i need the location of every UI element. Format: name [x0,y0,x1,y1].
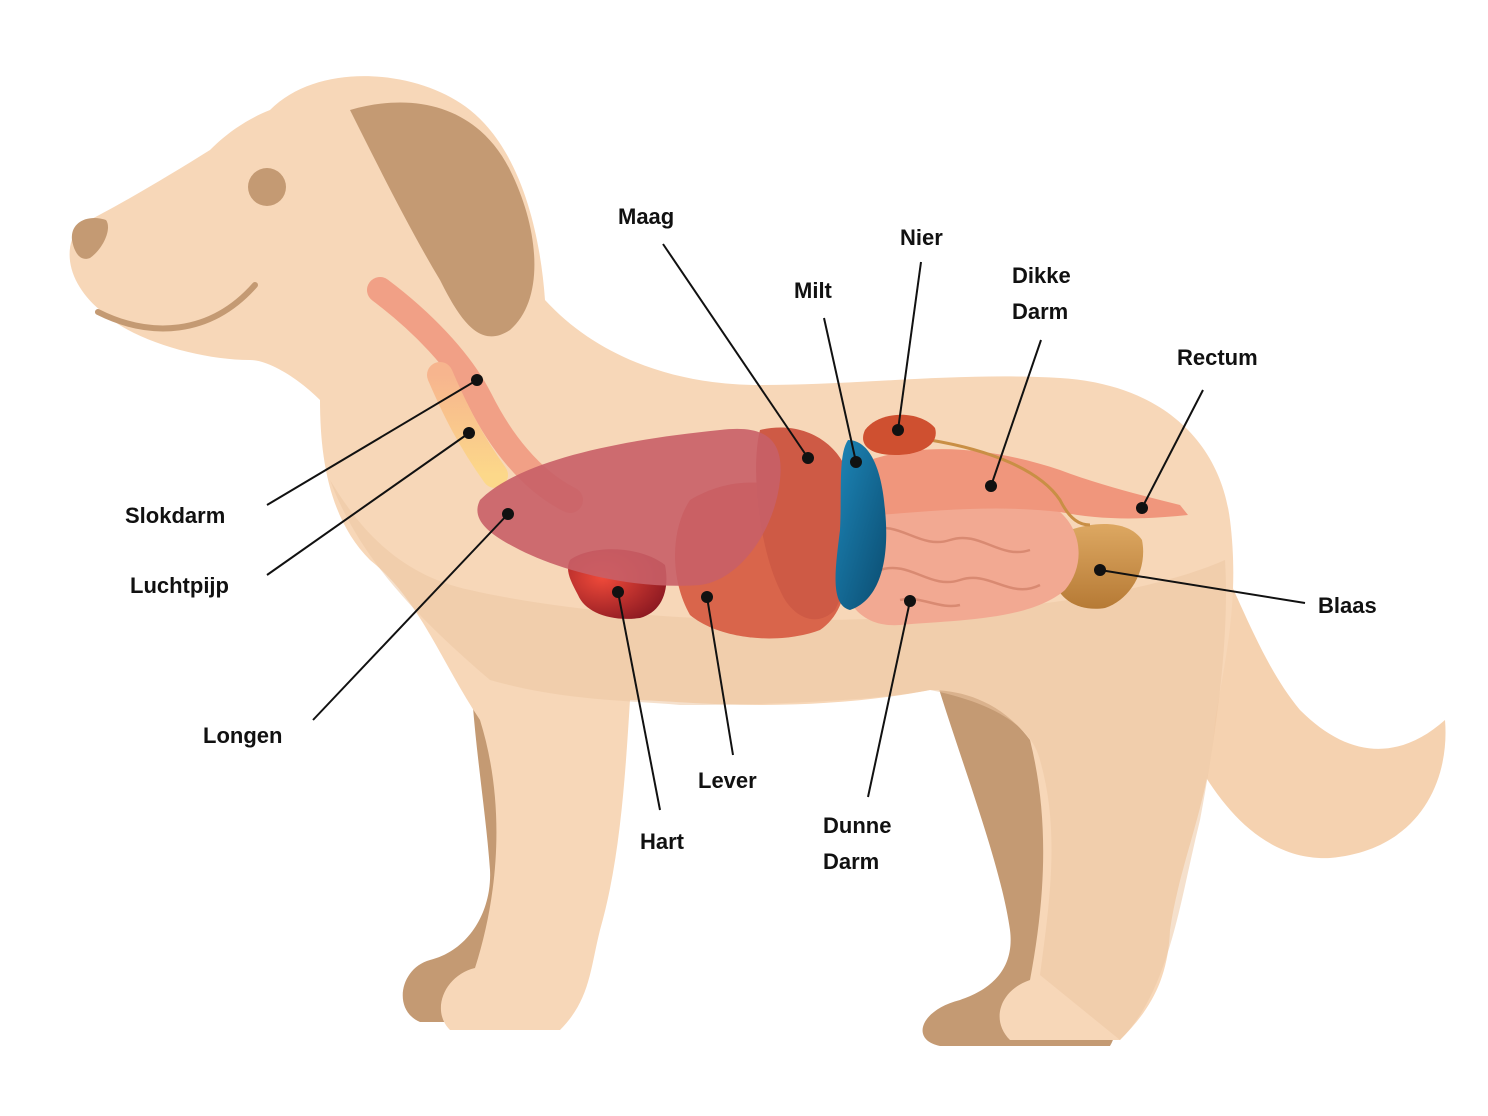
label-longen: Longen [203,723,283,748]
label-luchtpijp: Luchtpijp [130,573,229,598]
spleen [835,440,887,610]
label-milt: Milt [794,278,832,303]
pointer-lines [266,243,1306,811]
label-nier: Nier [900,225,943,250]
ureter [929,438,1091,527]
label-dunne-darm-line1: Dunne [823,813,892,838]
label-dikke-darm: Dikke Darm [1012,258,1071,330]
trachea [427,362,508,488]
mouth [95,282,258,332]
label-hart: Hart [640,829,685,854]
label-blaas: Blaas [1318,593,1377,618]
pointer-dots [463,374,1148,607]
label-dikke-darm-line1: Dikke [1012,263,1071,288]
stomach [756,427,855,620]
label-dunne-darm-line2: Darm [823,849,880,874]
label-slokdarm: Slokdarm [125,503,226,528]
lungs [477,428,781,586]
label-lever: Lever [698,768,757,793]
body-shade [330,480,1226,1040]
eye [248,168,286,206]
ear [350,102,535,337]
small-intestine [840,486,1079,626]
label-rectum: Rectum [1177,345,1258,370]
label-dunne-darm: Dunne Darm [823,808,891,880]
label-maag: Maag [618,204,675,229]
large-intestine [863,449,1188,519]
label-dikke-darm-line2: Darm [1012,299,1069,324]
nose [71,218,109,259]
